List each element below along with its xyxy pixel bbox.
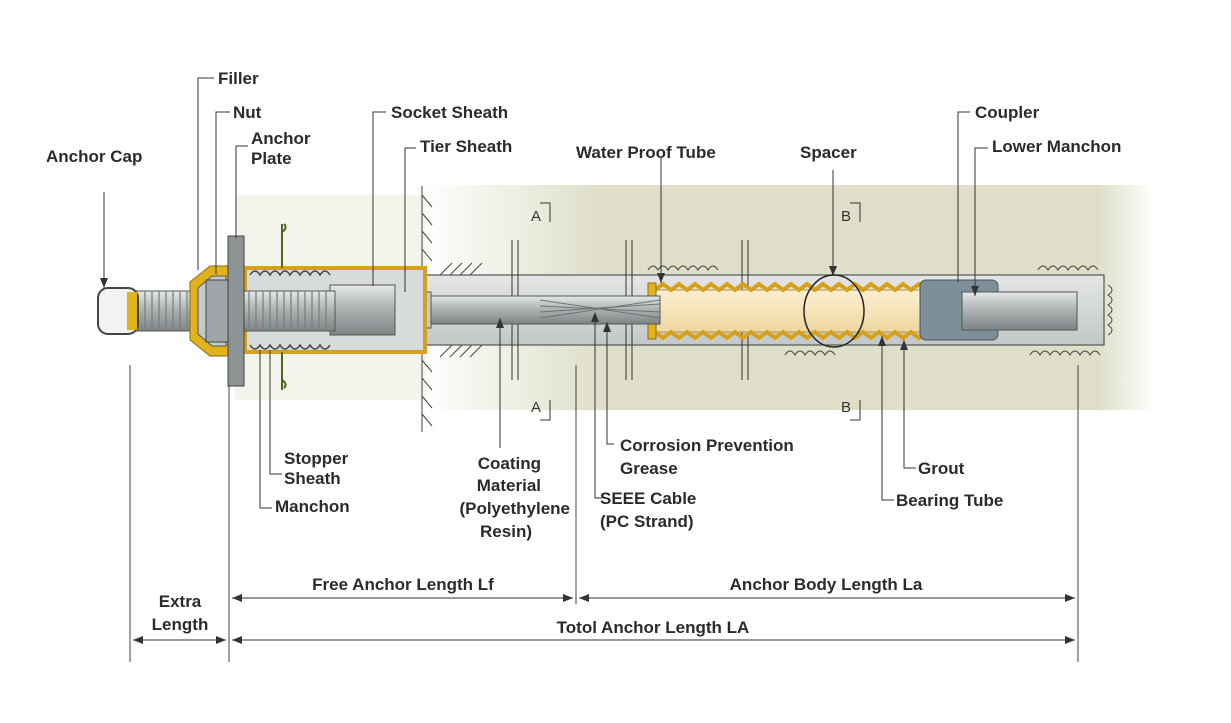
svg-text:Length: Length: [152, 615, 209, 634]
svg-text:Free Anchor Length Lf: Free Anchor Length Lf: [312, 575, 494, 594]
section-marker-b-top: B: [841, 202, 861, 225]
svg-text:A: A: [531, 399, 541, 416]
svg-text:Totol Anchor Length LA: Totol Anchor Length LA: [557, 618, 750, 637]
label-cable-2: (PC Strand): [600, 512, 694, 531]
strand-twist: [539, 299, 661, 319]
label-socket-sheath: Socket Sheath: [391, 103, 508, 122]
leader-lines: [103, 77, 988, 509]
label-filler: Filler: [218, 69, 259, 88]
label-coating-1: Coating: [478, 454, 541, 473]
stopper-pins: [281, 223, 287, 390]
svg-text:Anchor Body Length La: Anchor Body Length La: [730, 575, 923, 594]
dimension-extension-lines: [129, 365, 1079, 662]
section-marker-b-bottom: B: [841, 399, 861, 421]
nut: [205, 279, 229, 343]
label-coupler: Coupler: [975, 103, 1040, 122]
label-cable-1: SEEE Cable: [600, 489, 696, 508]
label-water-proof-tube: Water Proof Tube: [576, 143, 716, 162]
label-coating-2: Material: [477, 476, 541, 495]
dim-extra-length: Extra Length: [133, 592, 226, 644]
svg-text:B: B: [841, 208, 851, 225]
anchor-cap-seal: [127, 292, 137, 330]
label-bearing-tube: Bearing Tube: [896, 491, 1003, 510]
label-tier-sheath: Tier Sheath: [420, 137, 512, 156]
leader-arrows: [100, 266, 979, 350]
label-anchor-plate-2: Plate: [251, 149, 292, 168]
anchor-plate: [227, 235, 245, 387]
label-stopper-sheath-1: Stopper: [284, 449, 349, 468]
lower-manchon: [961, 291, 1078, 331]
bearing-tube-corrugation-lower: [653, 329, 961, 341]
label-spacer: Spacer: [800, 143, 857, 162]
label-corrosion-1: Corrosion Prevention: [620, 436, 794, 455]
socket-sheath-inner: [329, 284, 396, 336]
stopper-sheath-lower: [249, 343, 331, 350]
label-grout: Grout: [918, 459, 965, 478]
section-marker-a-top: A: [531, 202, 551, 225]
label-coating-3: (Polyethylene: [459, 499, 570, 518]
dim-free-length: Free Anchor Length Lf: [232, 575, 573, 602]
label-lower-manchon: Lower Manchon: [992, 137, 1121, 156]
svg-text:B: B: [841, 399, 851, 416]
label-nut: Nut: [233, 103, 262, 122]
grout-body: [654, 289, 961, 333]
label-manchon: Manchon: [275, 497, 350, 516]
label-corrosion-2: Grease: [620, 459, 678, 478]
dim-body-length: Anchor Body Length La: [579, 575, 1075, 602]
section-marker-a-bottom: A: [531, 399, 551, 421]
stopper-sheath: [249, 270, 331, 277]
spacer: [803, 274, 865, 348]
soil-marks: [647, 265, 1113, 356]
label-anchor-cap: Anchor Cap: [46, 147, 142, 166]
label-coating-4: Resin): [480, 522, 532, 541]
label-anchor-plate-1: Anchor: [251, 129, 311, 148]
svg-text:A: A: [531, 208, 541, 225]
label-stopper-sheath-2: Sheath: [284, 469, 341, 488]
bearing-tube-corrugation: [653, 281, 961, 293]
svg-text:Extra: Extra: [159, 592, 202, 611]
dim-total-length: Totol Anchor Length LA: [232, 618, 1075, 644]
